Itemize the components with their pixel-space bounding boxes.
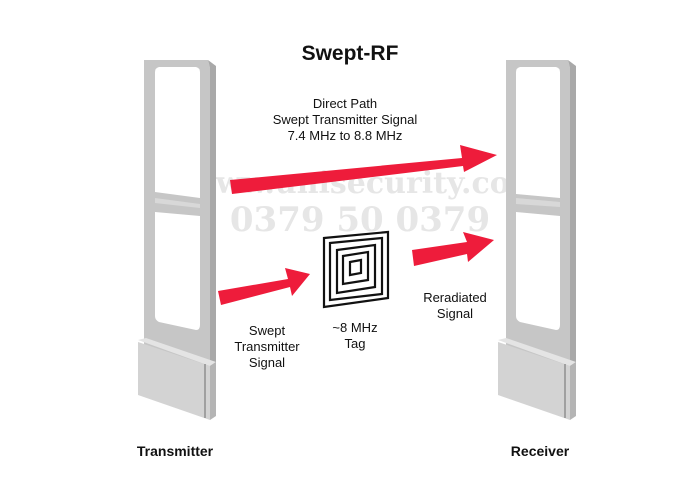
reradiated-line2: Signal xyxy=(436,306,474,321)
reradiated-arrow xyxy=(412,232,494,266)
tag-label: ~8 MHz Tag xyxy=(320,320,390,352)
reradiated-line1: Reradiated xyxy=(423,290,487,305)
direct-path-arrow xyxy=(230,145,497,194)
direct-path-line3: 7.4 MHz to 8.8 MHz xyxy=(287,128,403,143)
tag-line2: Tag xyxy=(344,336,366,351)
direct-path-line1: Direct Path xyxy=(312,96,378,111)
watermark-phone: 0379 50 0379 xyxy=(229,200,491,240)
reradiated-label: Reradiated Signal xyxy=(410,290,500,322)
swept-signal-line1: Swept xyxy=(248,323,286,338)
swept-signal-label: Swept Transmitter Signal xyxy=(222,323,312,371)
transmitter-label: Transmitter xyxy=(136,443,214,459)
receiver-label: Receiver xyxy=(510,443,570,459)
direct-path-label: Direct Path Swept Transmitter Signal 7.4… xyxy=(240,96,450,144)
swept-signal-arrow xyxy=(218,268,310,305)
rf-spiral-tag-icon xyxy=(322,230,390,309)
tag-line1: ~8 MHz xyxy=(332,320,378,335)
direct-path-line2: Swept Transmitter Signal xyxy=(272,112,418,127)
swept-signal-line2: Transmitter xyxy=(234,339,300,354)
swept-signal-line3: Signal xyxy=(248,355,286,370)
diagram-title: Swept-RF xyxy=(301,42,399,65)
transmitter-pedestal-icon xyxy=(138,60,216,420)
receiver-pedestal-icon xyxy=(498,60,576,420)
